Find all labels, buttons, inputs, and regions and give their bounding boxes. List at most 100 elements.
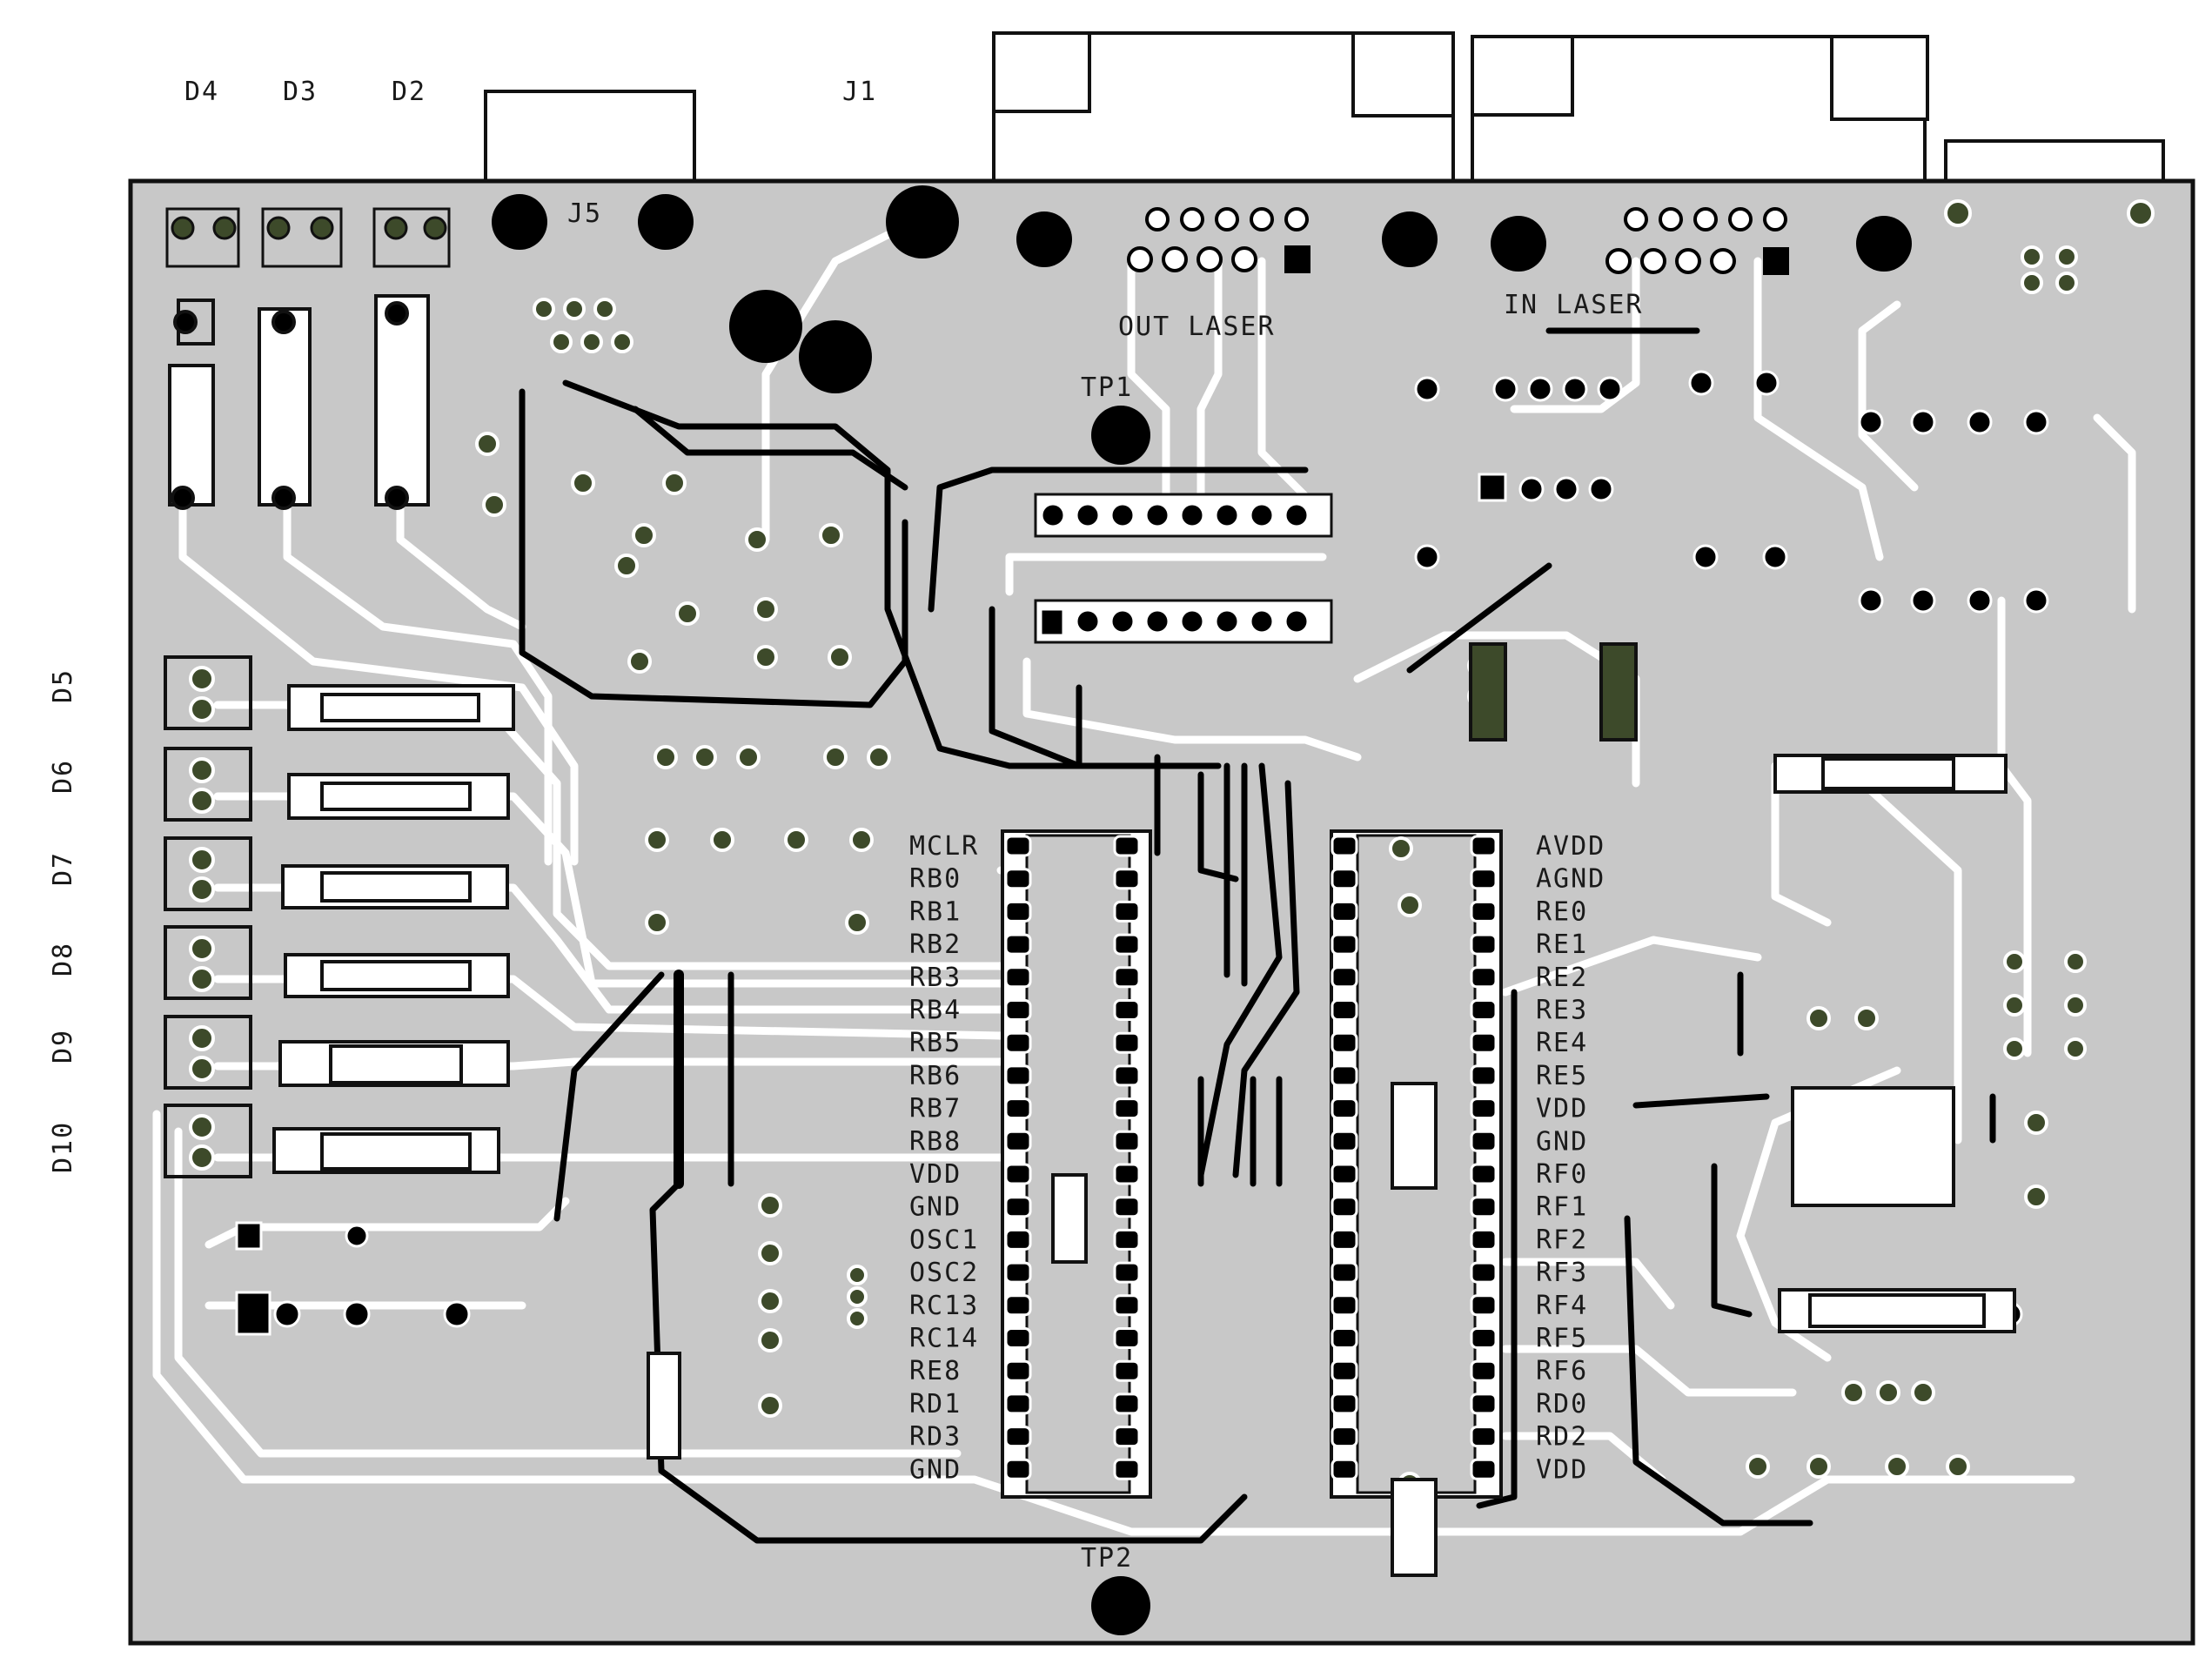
mcu-pad-right-17-a <box>1331 1359 1358 1382</box>
in-laser-pins <box>1605 207 1789 275</box>
mcu-pad-left-12-b <box>1113 1196 1141 1218</box>
out-laser-pins <box>1127 207 1310 273</box>
top-trace-15 <box>553 971 665 1222</box>
mcu-pin-label-right: RD0 <box>1536 1389 1588 1419</box>
label-d7: D7 <box>48 851 78 886</box>
label-in-laser: IN LASER <box>1504 290 1644 320</box>
mcu-pad-left-12-a <box>1004 1196 1032 1218</box>
trace-right-8 <box>1771 762 1832 927</box>
mcu-pin-label-right: RF6 <box>1536 1356 1588 1386</box>
trace-d2 <box>396 483 526 631</box>
mcu-pin-label-left: RB6 <box>909 1061 962 1091</box>
j1-hole <box>886 185 959 258</box>
trace-right-4 <box>1501 936 1762 997</box>
top-trace-24 <box>1632 1093 1770 1109</box>
mcu-pad-left-6-b <box>1113 999 1141 1021</box>
trace-d4 <box>178 483 579 866</box>
mcu-pad-right-3-b <box>1470 900 1498 923</box>
top-trace-5 <box>989 606 1083 769</box>
mcu-pad-right-15-a <box>1331 1294 1358 1317</box>
mcu-pin-label-right: RE2 <box>1536 963 1588 993</box>
label-d5: D5 <box>48 668 78 703</box>
top-trace-4 <box>928 466 1309 613</box>
mcu-pin-label-right: RE3 <box>1536 996 1588 1026</box>
label-tp2: TP2 <box>1081 1543 1133 1574</box>
mcu-pad-right-6-a <box>1331 999 1358 1021</box>
out-laser-hole-left <box>1016 211 1072 267</box>
top-trace-10 <box>1197 762 1283 1178</box>
mcu-pad-left-7-b <box>1113 1031 1141 1054</box>
mcu-pad-right-4-a <box>1331 933 1358 956</box>
mcu-pin-label-left: GND <box>909 1454 962 1485</box>
mcu-pad-right-16-a <box>1331 1327 1358 1349</box>
mcu-pad-left-11-a <box>1004 1163 1032 1185</box>
mcu-pad-right-14-a <box>1331 1261 1358 1284</box>
mcu-pad-right-8-a <box>1331 1064 1358 1087</box>
in-laser-ear-right <box>1830 35 1929 121</box>
j5-housing <box>484 90 696 189</box>
mcu-pad-right-7-a <box>1331 1031 1358 1054</box>
label-j1: J1 <box>842 77 877 107</box>
mcu-pin-label-left: RD1 <box>909 1389 962 1419</box>
mounting-holes <box>492 185 1912 1635</box>
mcu-pin-label-left: RB1 <box>909 896 962 927</box>
mcu-pad-left-9-a <box>1004 1097 1032 1120</box>
mcu-pin-label-right: RE5 <box>1536 1061 1588 1091</box>
top-trace-22 <box>1624 1215 1813 1527</box>
out-laser-ear-left <box>992 31 1091 113</box>
tp2-pad <box>1091 1576 1150 1635</box>
label-d6: D6 <box>48 759 78 794</box>
mcu-pin-label-right: RE1 <box>1536 929 1588 960</box>
mcu-pad-right-10-a <box>1331 1130 1358 1152</box>
mcu-pad-right-19-a <box>1331 1426 1358 1448</box>
mcu-pad-right-2-a <box>1331 868 1358 890</box>
mcu-pad-right-14-b <box>1470 1261 1498 1284</box>
mcu-pad-right-18-a <box>1331 1392 1358 1415</box>
mcu-pin-label-right: VDD <box>1536 1454 1588 1485</box>
out-laser-ear-right <box>1351 31 1455 117</box>
left-led-pads <box>189 666 215 1171</box>
mcu-pin-label-right: RE4 <box>1536 1028 1588 1058</box>
mcu-pad-left-18-b <box>1113 1392 1141 1415</box>
mcu-pad-left-15-b <box>1113 1294 1141 1317</box>
mcu-pad-left-1-b <box>1113 835 1141 857</box>
j5-hole-left <box>492 194 547 250</box>
mcu-pin-label-left: RC14 <box>909 1324 979 1354</box>
header-row-upper <box>1034 493 1333 538</box>
mcu-pad-right-12-a <box>1331 1196 1358 1218</box>
mcu-pad-left-18-a <box>1004 1392 1032 1415</box>
mcu-pad-right-10-b <box>1470 1130 1498 1152</box>
mcu-pin-label-left: VDD <box>909 1159 962 1190</box>
mcu-pin-label-left: RE8 <box>909 1356 962 1386</box>
mcu-pin-label-right: RE0 <box>1536 896 1588 927</box>
trace-out-laser-1 <box>1127 257 1170 518</box>
connector-housings <box>484 31 2165 212</box>
mcu-pad-right-5-a <box>1331 966 1358 989</box>
mcu-pin-label-left: MCLR <box>909 831 979 862</box>
mcu-pin-label-left: RB4 <box>909 996 962 1026</box>
mcu-pin-label-right: RF4 <box>1536 1291 1588 1321</box>
mcu-pad-right-8-b <box>1470 1064 1498 1087</box>
tp1-pad <box>1091 406 1150 465</box>
mcu-pad-left-16-b <box>1113 1327 1141 1349</box>
label-d3: D3 <box>283 77 318 107</box>
top-trace-11 <box>1232 780 1300 1178</box>
mcu-pin-label-right: RF0 <box>1536 1159 1588 1190</box>
label-d2: D2 <box>392 77 426 107</box>
mcu-pad-left-16-a <box>1004 1327 1032 1349</box>
mcu-pin-label-right: RD2 <box>1536 1422 1588 1453</box>
mcu-pad-left-3-a <box>1004 900 1032 923</box>
in-laser-hole-right <box>1856 216 1912 272</box>
mcu-pin-label-left: OSC2 <box>909 1258 979 1288</box>
trace-right-9 <box>2093 413 2136 614</box>
mcu-pad-left-9-b <box>1113 1097 1141 1120</box>
mcu-pad-left-5-a <box>1004 966 1032 989</box>
mcu-pad-right-13-a <box>1331 1228 1358 1251</box>
mcu-pad-right-5-b <box>1470 966 1498 989</box>
header-row-lower <box>1034 599 1333 644</box>
top-trace-23 <box>1711 1163 1753 1318</box>
silkscreen: D4 D3 D2 J1 J5 OUT LASER IN LASER TP1 TP… <box>48 77 1644 1574</box>
mcu-pin-label-left: RB8 <box>909 1126 962 1157</box>
mcu-pad-left-11-b <box>1113 1163 1141 1185</box>
